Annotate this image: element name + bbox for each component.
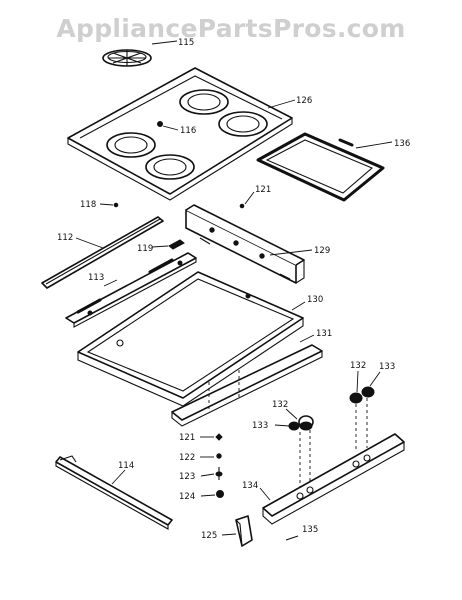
part-135-screw bbox=[285, 535, 299, 541]
callout-118: 118 bbox=[80, 200, 96, 210]
callout-135: 135 bbox=[302, 525, 318, 535]
callout-132-right: 132 bbox=[350, 361, 366, 371]
callout-126: 126 bbox=[296, 96, 312, 106]
part-132-133-knobs-right bbox=[349, 386, 375, 404]
callout-119: 119 bbox=[137, 244, 153, 254]
part-115-grate bbox=[102, 49, 152, 67]
watermark-text: AppliancePartsPros.com bbox=[56, 14, 406, 43]
part-118-screw bbox=[113, 202, 119, 208]
callout-132-left: 132 bbox=[272, 400, 288, 410]
part-119-clip bbox=[168, 239, 185, 250]
callout-125: 125 bbox=[201, 531, 217, 541]
callout-134: 134 bbox=[242, 481, 258, 491]
callout-124: 124 bbox=[179, 492, 195, 502]
callout-116: 116 bbox=[180, 126, 196, 136]
callout-123: 123 bbox=[179, 472, 195, 482]
part-132-133-knobs-left bbox=[288, 415, 314, 431]
callout-112: 112 bbox=[57, 233, 73, 243]
part-131-lower-panel bbox=[171, 344, 323, 427]
callout-133-right: 133 bbox=[379, 362, 395, 372]
callout-131: 131 bbox=[316, 329, 332, 339]
part-136-glass-frame bbox=[256, 132, 385, 202]
callout-133-left: 133 bbox=[252, 421, 268, 431]
part-114-kick-rail bbox=[55, 455, 173, 530]
callout-130: 130 bbox=[307, 295, 323, 305]
part-126-cooktop bbox=[67, 67, 293, 201]
part-129-control-bracket bbox=[185, 204, 305, 284]
part-130-burner-box bbox=[77, 271, 304, 407]
callout-115: 115 bbox=[178, 38, 194, 48]
callout-122: 122 bbox=[179, 453, 195, 463]
part-112-trim-strip bbox=[41, 216, 164, 289]
callout-136: 136 bbox=[394, 139, 410, 149]
callout-113: 113 bbox=[88, 273, 104, 283]
callout-114: 114 bbox=[118, 461, 134, 471]
part-121-124-hardware bbox=[215, 433, 224, 498]
callout-121-top: 121 bbox=[255, 185, 271, 195]
part-125-bracket bbox=[235, 515, 253, 547]
callout-121-bottom: 121 bbox=[179, 433, 195, 443]
alignment-lines bbox=[208, 370, 368, 488]
part-113-burner-bar bbox=[65, 252, 197, 328]
callout-129: 129 bbox=[314, 246, 330, 256]
part-121-screw bbox=[239, 203, 245, 209]
part-134-manifold-rail bbox=[262, 433, 405, 525]
